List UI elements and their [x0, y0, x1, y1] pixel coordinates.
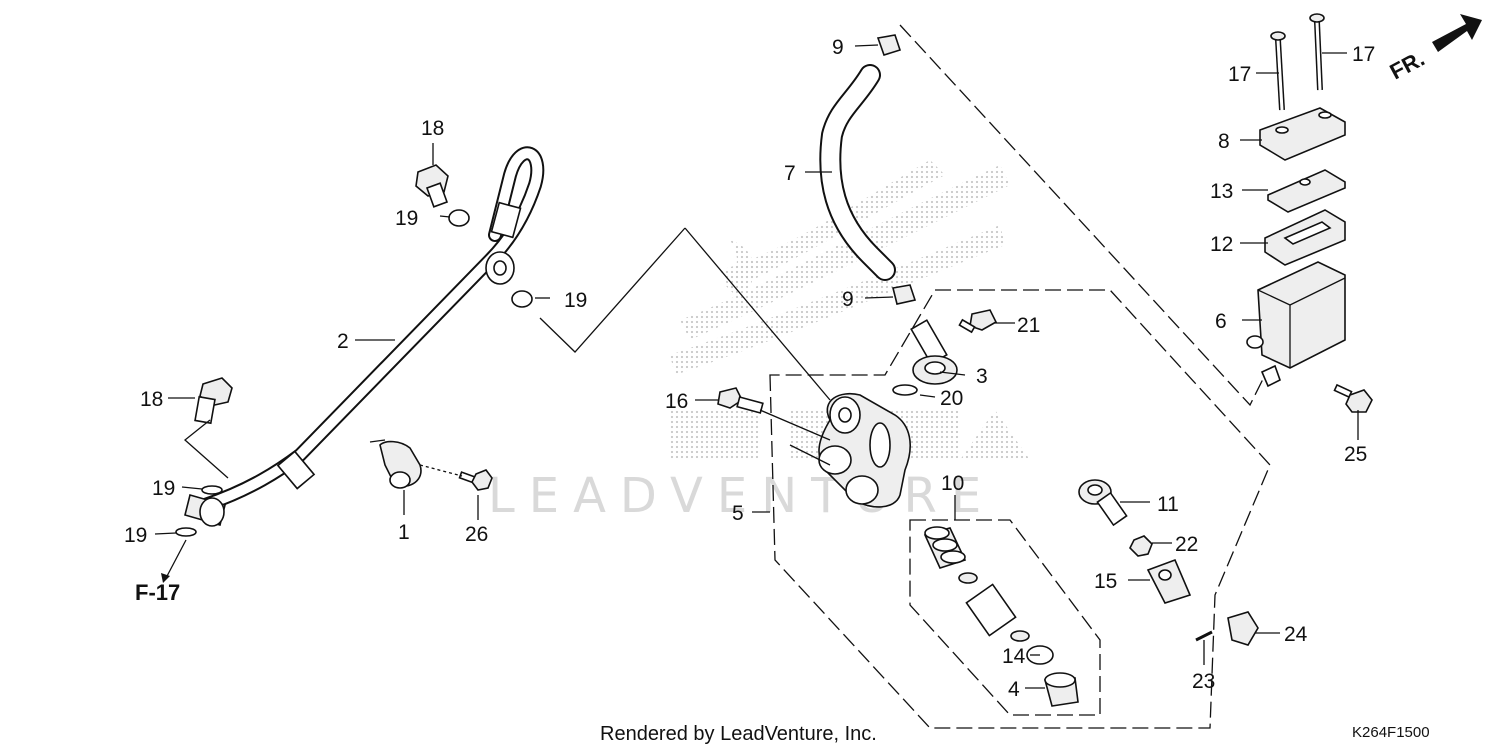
mounting-bolt: [717, 387, 764, 414]
nut: [1129, 535, 1153, 557]
callout-9: 9: [842, 288, 854, 311]
callout-18: 18: [140, 388, 163, 411]
sealing-washer: [201, 485, 223, 495]
sealing-washer: [448, 209, 470, 227]
callout-15: 15: [1094, 570, 1117, 593]
reservoir-joint: [910, 319, 958, 385]
callout-18: 18: [421, 117, 444, 140]
callout-14: 14: [1002, 645, 1026, 668]
brake-hose: [184, 146, 545, 527]
callout-17: 17: [1228, 63, 1251, 86]
clamp-bolt: [458, 469, 493, 491]
callout-16: 16: [665, 390, 688, 413]
piston-kit: [923, 526, 1079, 707]
callout-3: 3: [976, 365, 988, 388]
joint-screw: [958, 309, 998, 334]
reservoir-stack: [1246, 13, 1373, 413]
callout-26: 26: [465, 523, 488, 546]
callout-19: 19: [395, 207, 418, 230]
hose-clip: [876, 34, 902, 56]
callout-23: 23: [1192, 670, 1215, 693]
hose-clip: [892, 284, 917, 305]
banjo-bolt-lower: [194, 377, 233, 425]
assembly-outline: [769, 289, 1271, 729]
callout-22: 22: [1175, 533, 1198, 556]
callout-2: 2: [337, 330, 349, 353]
hose-clamp: [369, 439, 422, 489]
callout-19: 19: [124, 524, 147, 547]
callout-1: 1: [398, 521, 410, 544]
callout-9: 9: [832, 36, 844, 59]
callout-24: 24: [1284, 623, 1308, 646]
sealing-washer: [511, 290, 533, 308]
callout-10: 10: [941, 472, 964, 495]
push-rod-nut: [1227, 611, 1259, 646]
callout-11: 11: [1157, 493, 1179, 516]
cotter-pin: [1195, 630, 1213, 642]
callout-20: 20: [940, 387, 963, 410]
callout-25: 25: [1344, 443, 1367, 466]
reservoir-hose: [819, 64, 896, 281]
callout-19: 19: [152, 477, 175, 500]
callout-21: 21: [1017, 314, 1040, 337]
callout-labels: 9 7 9 21 3 20 16 5 10 11 22 15 14 4 23 2…: [124, 36, 1375, 701]
joint-fitting: [1078, 479, 1128, 527]
direction-label: FR.: [1386, 46, 1429, 85]
callout-5: 5: [732, 502, 744, 525]
callout-17: 17: [1352, 43, 1375, 66]
o-ring: [892, 384, 918, 396]
footer-credit: Rendered by LeadVenture, Inc.: [600, 723, 877, 745]
reference-page-label: F-17: [135, 580, 180, 605]
callout-leaders: [154, 44, 1359, 689]
assembly-outline: [899, 24, 1266, 407]
master-cylinder-body: [818, 393, 911, 508]
diagram-code: K264F1500: [1352, 724, 1430, 741]
direction-arrow: FR.: [1386, 14, 1482, 84]
callout-8: 8: [1218, 130, 1230, 153]
callout-6: 6: [1215, 310, 1227, 333]
piston-kit-outline: [909, 519, 1101, 716]
callout-4: 4: [1008, 678, 1020, 701]
callout-7: 7: [784, 162, 796, 185]
callout-12: 12: [1210, 233, 1233, 256]
callout-13: 13: [1210, 180, 1233, 203]
banjo-bolt-upper: [415, 164, 449, 208]
callout-19: 19: [564, 289, 587, 312]
sealing-washer: [175, 527, 197, 537]
hose-holder: [1146, 558, 1192, 604]
